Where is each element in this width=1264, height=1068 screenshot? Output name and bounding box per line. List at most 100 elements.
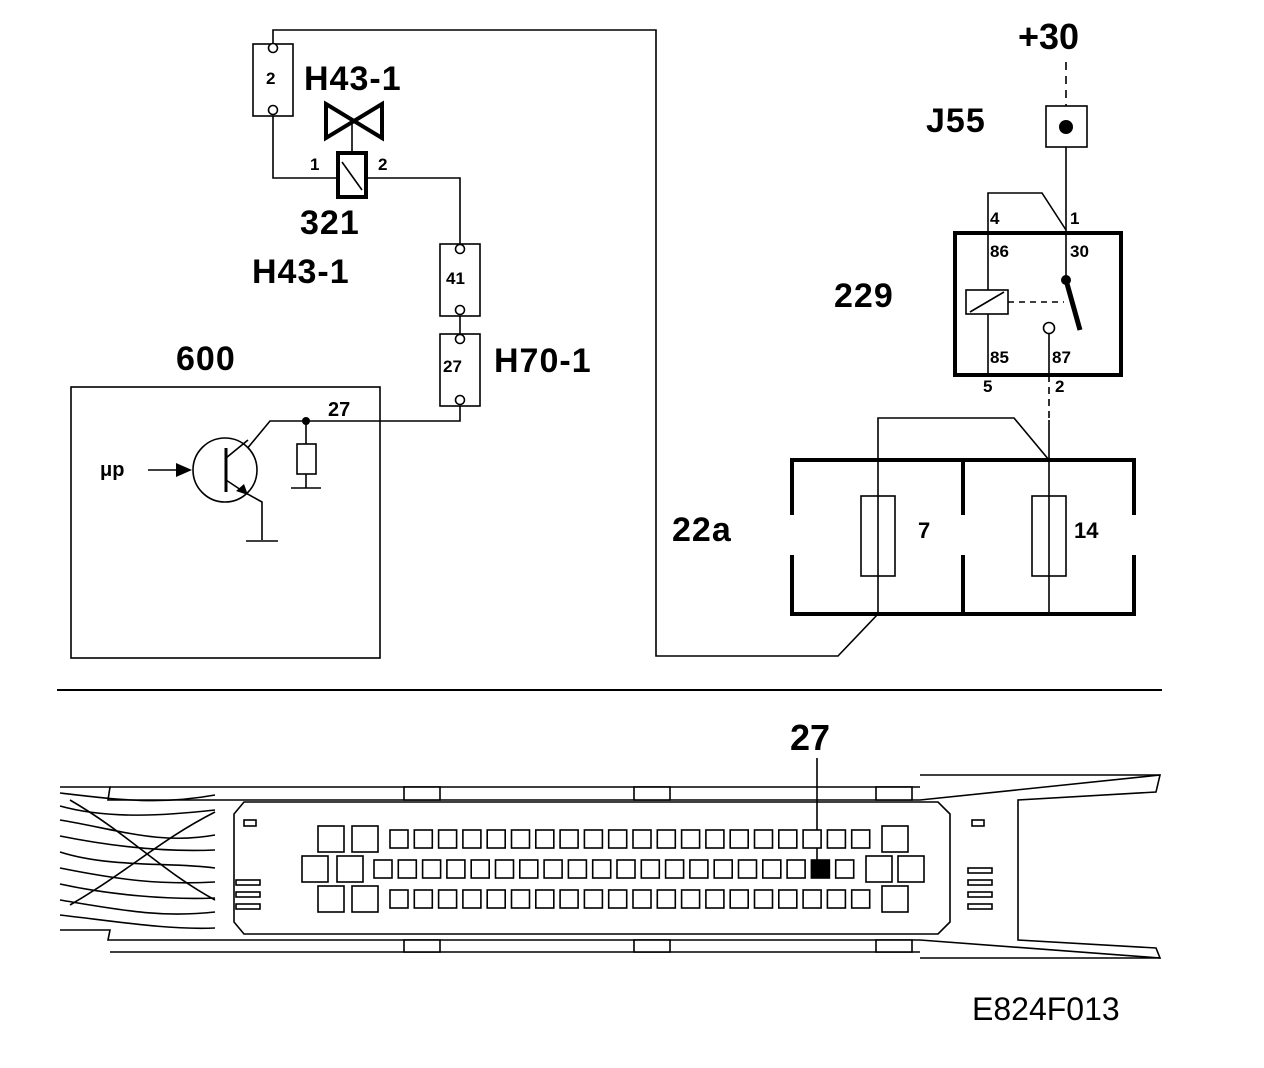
fuse7-feed	[877, 417, 1050, 461]
connector-pin	[640, 859, 661, 879]
relay-pin-5: 5	[983, 377, 992, 396]
relay-pin-85: 85	[990, 348, 1009, 367]
connector-cavity-large	[336, 855, 364, 883]
transistor-collector	[225, 439, 249, 459]
connector-cavity-large	[317, 825, 345, 853]
fuse-7-label: 7	[918, 518, 930, 543]
up-input-arrow	[176, 463, 192, 477]
connector-pin	[680, 889, 701, 909]
connector-pin	[802, 889, 822, 909]
relay-contact-87	[1042, 321, 1056, 335]
connector-pin	[462, 889, 482, 909]
connector-pin	[543, 859, 563, 879]
valve-to-41-wire	[366, 177, 461, 244]
connector-cavity-large	[865, 855, 893, 883]
emitter-to-ground-wire	[243, 491, 263, 540]
connector-pin	[607, 889, 628, 909]
h43-mid-label: H43-1	[252, 253, 350, 291]
connector-pin	[729, 889, 750, 909]
valve-pin-2: 2	[378, 155, 387, 174]
connector-pin	[437, 829, 458, 849]
relay-pin-4: 4	[990, 209, 1000, 228]
connector-pin	[607, 829, 628, 849]
connector-pin	[583, 889, 604, 909]
connector-pin	[777, 889, 798, 909]
connector-41	[439, 243, 481, 317]
connector-cavity-large	[897, 855, 925, 883]
connector-h43-top-number: 2	[266, 69, 275, 88]
connector-pin	[559, 889, 579, 909]
connector-cavity-large	[881, 885, 909, 913]
connector-pin	[753, 829, 774, 849]
conn27-to-ecu-wire	[380, 406, 461, 422]
connector-pin	[413, 829, 434, 849]
housing-clip-2	[633, 786, 671, 801]
housing-clip-5	[633, 939, 671, 953]
ecu-internal-wire	[245, 420, 380, 451]
connector-pin	[777, 829, 798, 849]
h43-to-valve-wire	[272, 116, 338, 179]
connector-face	[233, 801, 951, 935]
connector-side-slots-right	[967, 819, 993, 910]
connector-cavity-large	[351, 825, 379, 853]
connector-pin	[656, 889, 677, 909]
relay-pin-87: 87	[1052, 348, 1071, 367]
ecu-600-label: 600	[176, 340, 236, 378]
connector-pin	[591, 859, 612, 879]
connector-pin	[534, 889, 555, 909]
ecu-pin-27: 27	[328, 399, 350, 421]
pin-callout-27: 27	[790, 717, 830, 758]
connector-pin	[753, 889, 774, 909]
connector-pin	[705, 889, 725, 909]
housing-clip-3	[875, 786, 913, 801]
connector-41-pin-a	[454, 243, 466, 255]
valve-321-label: 321	[300, 204, 360, 242]
ecu-resistor	[296, 443, 317, 475]
connector-cavity-large	[881, 825, 909, 853]
housing-clip-4	[403, 939, 441, 953]
connector-pin	[534, 829, 555, 849]
connector-pin-highlighted	[810, 859, 831, 879]
connector-pin	[680, 829, 701, 849]
relay-coil-diagonal	[969, 291, 1005, 313]
connector-pin	[389, 829, 409, 849]
connector-pin	[850, 829, 871, 849]
connector-pin	[567, 859, 588, 879]
connector-pin	[729, 829, 750, 849]
connector-side-slots-left	[235, 819, 261, 910]
solenoid-321	[336, 151, 368, 199]
harness-wires-icon	[59, 792, 216, 930]
connector-housing	[60, 774, 1162, 959]
connector-pin	[689, 859, 709, 879]
connector-41-pin-b	[454, 304, 466, 316]
relay-pin-2: 2	[1055, 377, 1064, 396]
solenoid-diagonal	[341, 161, 363, 191]
valve-icon	[324, 100, 384, 142]
connector-h43-top-pin-a	[267, 42, 279, 54]
connector-pin	[656, 829, 677, 849]
connector-pin	[761, 859, 782, 879]
connector-pin	[850, 889, 871, 909]
relay-pin-1: 1	[1070, 209, 1079, 228]
connector-pin	[518, 859, 539, 879]
connector-27-number: 27	[443, 357, 462, 376]
connector-pin	[786, 859, 806, 879]
ecu-600-box	[70, 386, 381, 659]
fuse-14-label: 14	[1074, 518, 1099, 543]
figure-code: E824F013	[972, 991, 1120, 1027]
connector-pin	[632, 889, 652, 909]
connector-pin	[826, 889, 847, 909]
connector-pin	[494, 859, 515, 879]
connector-pin	[510, 829, 531, 849]
connector-41-number: 41	[446, 269, 465, 288]
relay-pin-30: 30	[1070, 242, 1089, 261]
connector-pin	[802, 829, 822, 849]
connector-pin	[713, 859, 734, 879]
connector-27-pin-a	[454, 333, 466, 345]
housing-clip-1	[403, 786, 441, 801]
relay-pin4-wire	[987, 192, 1067, 233]
j55-label: J55	[926, 102, 986, 140]
connector-pin	[470, 859, 491, 879]
connector-cavity-large	[301, 855, 329, 883]
